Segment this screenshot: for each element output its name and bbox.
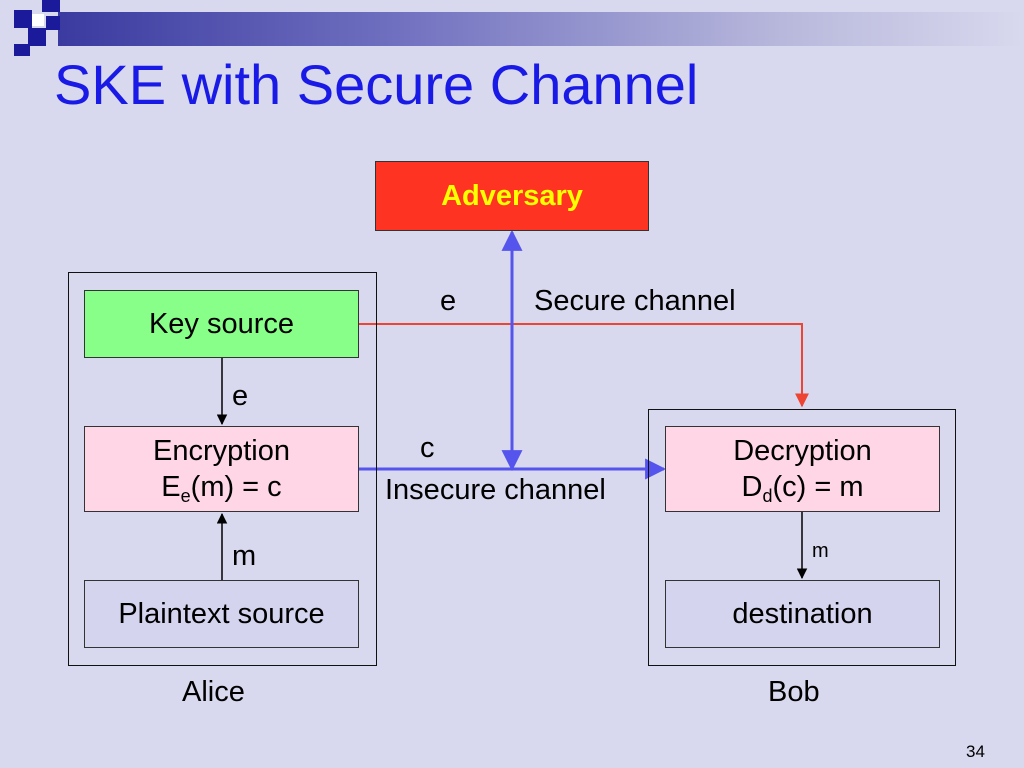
key-source-label: Key source	[148, 308, 295, 340]
slide-title: SKE with Secure Channel	[54, 53, 699, 116]
header-gradient-bar	[58, 12, 1024, 46]
bob-message-arrow-label: m	[812, 540, 829, 562]
alice-message-arrow-label: m	[232, 540, 257, 572]
decryption-formula: Dd(c) = m	[741, 471, 864, 506]
bob-frame	[648, 409, 956, 666]
decor-square	[32, 14, 44, 26]
decor-square	[14, 10, 32, 28]
secure-channel-line	[358, 323, 809, 408]
decor-square	[28, 28, 46, 46]
decryption-box: Decryption Dd(c) = m	[665, 426, 940, 512]
insecure-channel-label: Insecure channel	[385, 474, 606, 506]
encryption-box: Encryption Ee(m) = c	[84, 426, 359, 512]
alice-name: Alice	[182, 676, 245, 708]
encryption-label: Encryption	[152, 435, 290, 467]
decor-square	[14, 44, 30, 56]
decor-square	[46, 16, 60, 30]
adversary-label: Adversary	[441, 180, 583, 212]
encryption-formula: Ee(m) = c	[161, 471, 282, 506]
destination-box: destination	[665, 580, 940, 648]
decor-square	[42, 0, 60, 12]
alice-key-arrow-label: e	[232, 380, 249, 412]
plaintext-source-label: Plaintext source	[118, 598, 325, 630]
page-number: 34	[966, 742, 985, 761]
alice-frame	[68, 272, 377, 666]
bob-name: Bob	[768, 676, 820, 708]
secure-channel-label: Secure channel	[534, 285, 736, 317]
secure-key-label: e	[440, 285, 457, 317]
plaintext-source-box: Plaintext source	[84, 580, 359, 648]
decryption-label: Decryption	[733, 435, 872, 467]
adversary-box: Adversary	[375, 161, 649, 231]
destination-label: destination	[732, 598, 873, 630]
key-source-box: Key source	[84, 290, 359, 358]
insecure-cipher-label: c	[420, 432, 435, 464]
